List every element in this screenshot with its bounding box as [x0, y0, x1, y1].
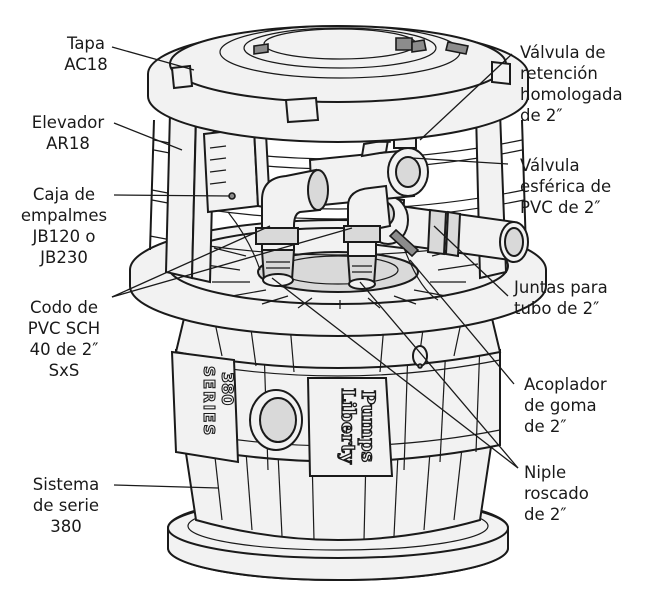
lid-ac18: [147, 25, 529, 143]
pump-basin-body: [170, 309, 502, 541]
series-word: SERIES: [200, 366, 218, 437]
brand-line1: Liberty: [337, 388, 359, 465]
series-plate-text: SERIES 380: [199, 365, 237, 437]
piping-assembly: [227, 129, 529, 301]
leader-lines: [111, 46, 519, 489]
brand-line2: Pumps: [357, 390, 379, 462]
series-number: 380: [218, 372, 237, 405]
brand-plate-text: Liberty Pumps: [336, 387, 379, 465]
junction-box: [202, 126, 272, 214]
